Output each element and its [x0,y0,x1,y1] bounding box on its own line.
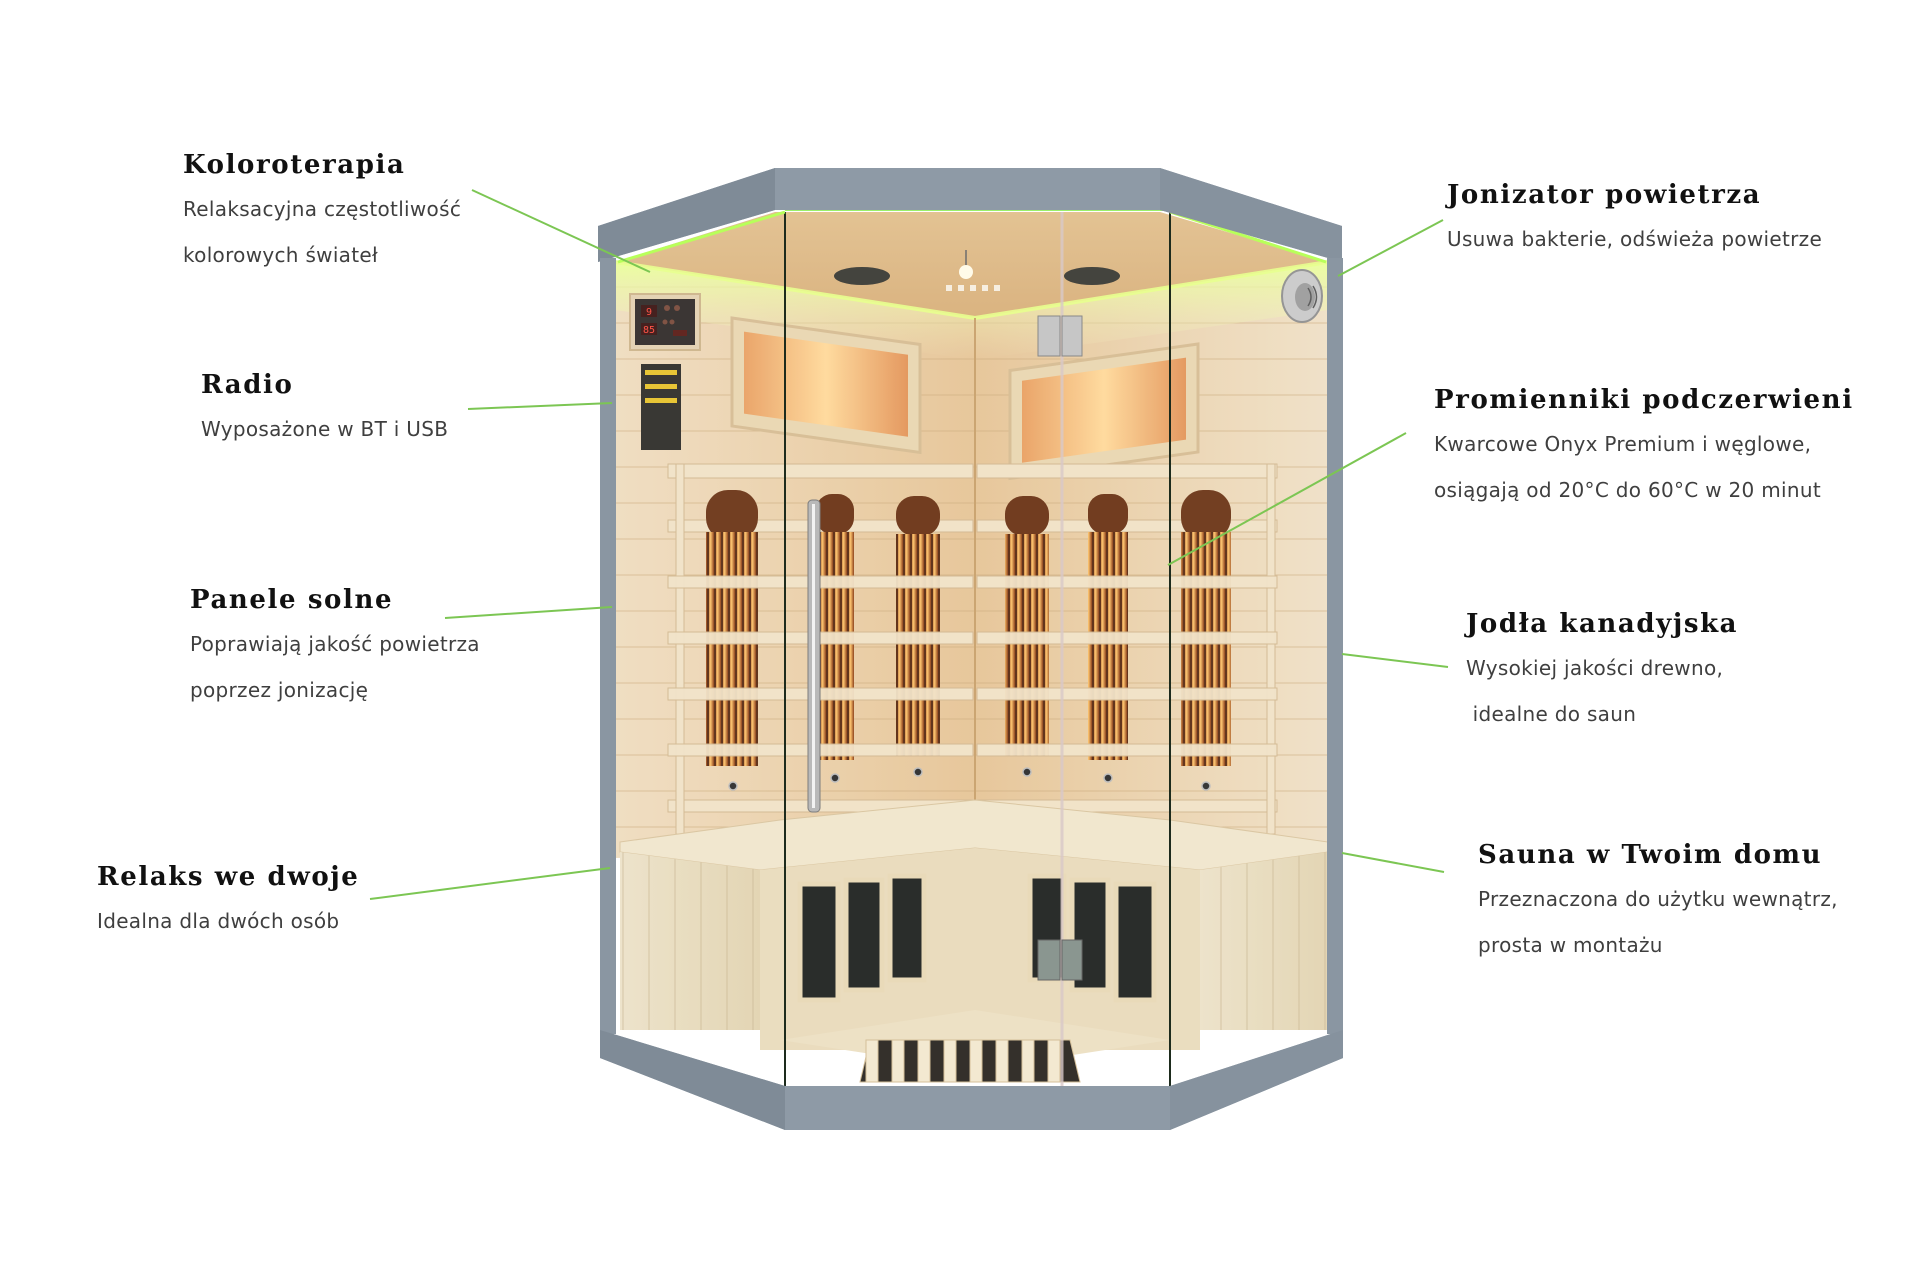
callout-text: Poprawiają jakość powietrza [190,632,480,656]
bench [619,799,1329,1083]
callout-text: Wyposażone w BT i USB [201,417,449,441]
callout-title: Jonizator powietrza [1447,180,1762,210]
callout-title: Relaks we dwoje [97,862,360,892]
callout-title: Sauna w Twoim domu [1478,840,1823,870]
control-panel: 9 85 [629,293,701,450]
callout-text: Przeznaczona do użytku wewnątrz, [1478,887,1838,911]
callout-text: Usuwa bakterie, odświeża powietrze [1447,227,1823,251]
callout-text: Kwarcowe Onyx Premium i węglowe, [1434,432,1812,456]
callout-sauna-w-twoim-domu: Sauna w Twoim domu Przeznaczona do użytk… [1478,838,1838,968]
ionizer-device [1281,269,1323,323]
callout-text: poprzez jonizację [190,678,369,702]
callout-text: osiągają od 20°C do 60°C w 20 minut [1434,478,1821,502]
callout-text: Relaksacyjna częstotliwość [183,197,462,221]
control-display-bottom: 85 [643,325,655,336]
ceiling-fixtures [834,250,1120,291]
callout-text: idealne do saun [1466,702,1637,726]
callout-text: Wysokiej jakości drewno, [1466,656,1724,680]
callout-text: kolorowych świateł [183,243,378,267]
glass-front [615,209,1328,1090]
callout-relaks-we-dwoje: Relaks we dwoje Idealna dla dwóch osób [97,860,359,944]
door-hardware [807,315,1083,981]
callout-promienniki-podczerwieni: Promienniki podczerwieni Kwarcowe Onyx P… [1434,383,1854,513]
callout-title: Radio [201,370,294,400]
callout-panele-solne: Panele solne Poprawiają jakość powietrza… [190,583,480,713]
floor-grate [859,1039,1081,1083]
callout-title: Promienniki podczerwieni [1434,385,1854,415]
callout-title: Panele solne [190,585,394,615]
callout-radio: Radio Wyposażone w BT i USB [201,368,448,452]
callout-title: Jodła kanadyjska [1466,609,1739,639]
control-display-top: 9 [646,307,652,318]
callout-text: Idealna dla dwóch osób [97,909,340,933]
callout-jodla-kanadyjska: Jodła kanadyjska Wysokiej jakości drewno… [1466,607,1738,737]
callout-koloroterapia: Koloroterapia Relaksacyjna częstotliwość… [183,148,461,278]
callout-title: Koloroterapia [183,150,406,180]
callout-jonizator-powietrza: Jonizator powietrza Usuwa bakterie, odśw… [1447,178,1822,262]
callout-text: prosta w montażu [1478,933,1663,957]
infrared-heaters [667,463,1278,835]
